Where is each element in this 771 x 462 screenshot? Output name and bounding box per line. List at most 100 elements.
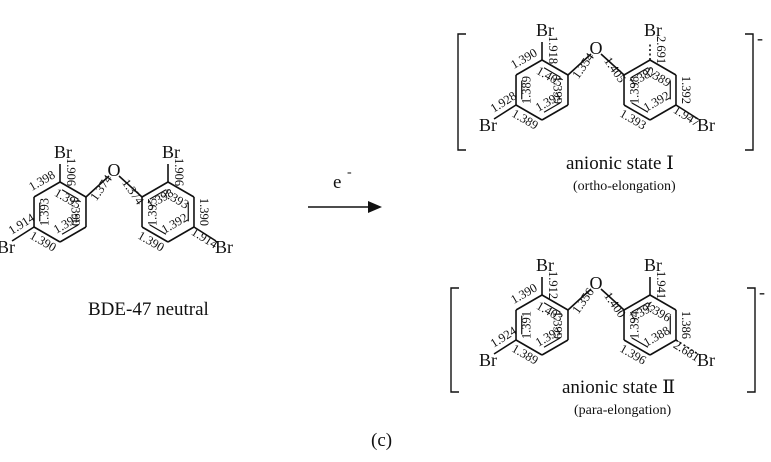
anion2-ringB-ring-bond	[623, 339, 651, 356]
neutral-b-bond-length: 1.395	[146, 198, 160, 226]
anion2-b-bond-length: 1.386	[679, 311, 693, 339]
reaction-arrow	[308, 201, 382, 213]
neutral-ringB-double-bond	[149, 189, 167, 200]
anion2-a-bond-length: 1.391	[520, 311, 534, 339]
anion2-ringB-ring-bond	[649, 339, 677, 356]
anion2-a-bond-length: 1.390	[508, 281, 539, 307]
neutral-ringA-ring-bond	[33, 181, 61, 198]
anion2-oxygen-atom: O	[590, 273, 603, 293]
anion1-b-bond-length: 1.392	[679, 76, 693, 104]
anion2-ringA-double-bond	[543, 337, 561, 348]
anion1-b-para-br-bond	[675, 104, 699, 120]
neutral-b-para-br-atom: Br	[215, 237, 233, 257]
anion2-b-bond-length: 1.396	[642, 299, 673, 325]
neutral-a-ortho-br-atom: Br	[54, 142, 72, 162]
anion1-b-ortho-br-atom: Br	[644, 20, 662, 40]
anion1-ringB-ring-bond	[623, 59, 651, 76]
anion2-ringA-ring-bond	[515, 294, 543, 311]
anion1-ringB-ring-bond	[649, 59, 677, 76]
neutral-a-bond-length: 1.390	[27, 228, 58, 254]
neutral-a-ortho-br-length: 1.906	[64, 158, 78, 186]
neutral-ringA-ring-bond	[33, 226, 61, 243]
neutral-a-bond-length: 1.398	[26, 168, 57, 194]
neutral-b-ortho-br-atom: Br	[162, 142, 180, 162]
neutral-ringB-ring-bond	[141, 226, 169, 243]
anion1-b-ortho-br-length: 2.691	[654, 36, 668, 64]
anion2-a-ortho-br-atom: Br	[536, 255, 554, 275]
neutral-a-bond-length: 1.393	[38, 198, 52, 226]
anion2-ringA-ring-bond	[541, 294, 569, 311]
anion1-o-c-bond	[600, 53, 625, 76]
anion2-c-o-bond	[567, 288, 592, 311]
anion2-subcaption: (para-elongation)	[574, 403, 672, 418]
anion2-a-bond-length: 1.399	[550, 311, 564, 339]
anion1-a-bond-length: 1.389	[520, 76, 534, 104]
anion1-ringA-ring-bond	[515, 104, 543, 121]
neutral-c-o-bond	[85, 175, 110, 198]
electron-charge: -	[347, 165, 352, 180]
anion1-ringB-ring-bond	[649, 104, 677, 121]
anion1-right-bracket	[745, 33, 754, 151]
anion1-a-ortho-br-atom: Br	[536, 20, 554, 40]
anion2-b-bond-length: 1.394	[628, 310, 642, 339]
anion1-ringB-ring-bond	[623, 104, 651, 121]
neutral-ringA-double-bond	[61, 189, 79, 200]
anion1-b-bond-length: 1.389	[642, 64, 673, 90]
neutral-b-bond-length: 1.393	[160, 186, 191, 212]
anion2-ringB-double-bond	[631, 302, 649, 313]
neutral-a-bond-length: 1.390	[68, 198, 82, 226]
neutral-a-para-br-bond	[11, 226, 35, 242]
anion1-ringB-double-bond	[631, 67, 649, 78]
anion1-ringA-double-bond	[543, 102, 561, 113]
neutral-ringB-ring-bond	[167, 226, 195, 243]
anion2-ringA-double-bond	[543, 302, 561, 313]
anion2-ringA-ring-bond	[541, 339, 569, 356]
neutral-b-para-br-bond	[193, 226, 217, 242]
anion1-caption: anionic state Ⅰ	[566, 153, 674, 174]
anion2-ringB-ring-bond	[623, 294, 651, 311]
neutral-ringA-ring-bond	[59, 181, 87, 198]
anion1-a-ortho-br-length: 1.918	[546, 36, 560, 64]
anion2-b-ortho-br-length: 1.941	[654, 271, 668, 299]
anion2-b-ortho-br-atom: Br	[644, 255, 662, 275]
anion2-o-c-bond	[600, 288, 625, 311]
anion2-right-bracket	[747, 287, 756, 393]
anion1-c-o-bond	[567, 53, 592, 76]
neutral-oxygen-atom: O	[108, 160, 121, 180]
anion1-a-bond-length: 1.389	[509, 106, 540, 132]
anion2-b-para-br-atom: Br	[697, 350, 715, 370]
anion2-ringB-double-bond	[631, 337, 649, 348]
anion1-a-para-br-bond	[493, 104, 517, 120]
neutral-caption: BDE-47 neutral	[88, 299, 209, 320]
anion1-b-bond-length: 1.398	[628, 76, 642, 104]
anion2-a-ortho-br-length: 1.912	[546, 271, 560, 299]
electron-label: e	[333, 172, 341, 193]
neutral-b-ortho-br-length: 1.906	[172, 158, 186, 186]
anion1-b-para-br-atom: Br	[697, 115, 715, 135]
anion2-ringA-ring-bond	[515, 339, 543, 356]
anion1-ringB-double-bond	[631, 102, 649, 113]
anion2-a-bond-length: 1.389	[509, 341, 540, 367]
anion2-a-para-br-bond	[493, 339, 517, 355]
anion1-ringA-ring-bond	[515, 59, 543, 76]
anion2-caption: anionic state Ⅱ	[562, 377, 675, 398]
anion1-oxygen-atom: O	[590, 38, 603, 58]
neutral-ringB-ring-bond	[141, 181, 169, 198]
anion1-ringA-double-bond	[543, 67, 561, 78]
figure-label: (c)	[371, 430, 392, 451]
neutral-ringB-double-bond	[149, 224, 167, 235]
neutral-o-c-length: 1.374	[119, 176, 147, 208]
neutral-ringA-double-bond	[61, 224, 79, 235]
neutral-a-para-br-atom: Br	[0, 237, 15, 257]
anion2-charge: -	[759, 282, 765, 302]
neutral-ringB-ring-bond	[167, 181, 195, 198]
anion1-charge: -	[757, 28, 763, 48]
anion1-ringA-ring-bond	[541, 104, 569, 121]
anion2-ringB-ring-bond	[649, 294, 677, 311]
anion1-left-bracket	[457, 33, 466, 151]
neutral-b-bond-length: 1.390	[197, 198, 211, 226]
anion2-a-para-br-atom: Br	[479, 350, 497, 370]
